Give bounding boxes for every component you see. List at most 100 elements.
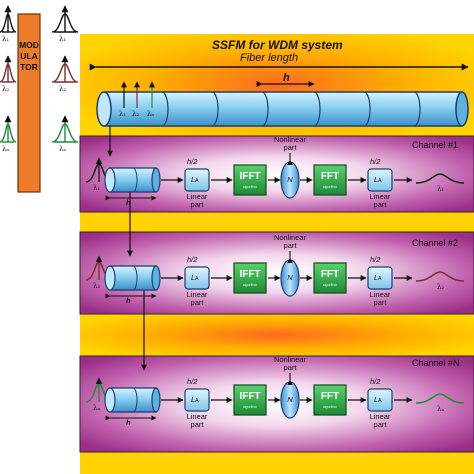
ch-n-output-pulse [415,393,465,404]
gap-region-3 [80,452,474,474]
ch-1-output-pulse [415,173,465,184]
ch-2-half-step-2: h/2 [370,255,381,264]
ch-n-linear-block-1 [184,388,210,412]
ch-n-linear-block-2 [367,388,393,412]
input-lambda-n: λₙ [2,145,10,153]
ch-n-fiber-end [151,387,161,413]
ch-2-linear-label-1: Linear [186,290,208,299]
channel-1-title: Channel #1 [412,140,459,150]
ch-n-fiber-segment [109,387,157,413]
ch-2-ifft-sub: algorithm [242,283,258,287]
ch-n-ifft-sub: algorithm [242,405,258,409]
ch-1-output-lambda: λ₁ [437,185,445,193]
ch-n-half-step-1: h/2 [187,377,198,386]
mod-lambda-n: λₙ [59,145,67,153]
fiber-length-label: Fiber length [240,52,299,64]
ch-n-nonlinear-part: part [283,363,297,372]
ch-2-half-step-1: h/2 [187,255,198,264]
ch-2-nonlinear-label: Nonlinear [273,233,307,242]
modulator-block [17,13,41,193]
gap-region-2 [80,314,474,356]
ch-1-ifft-label: IFFT [239,171,261,182]
ch-1-nonlinear-op: N [287,175,293,184]
modulated-pulses [51,5,79,143]
ch-1-linear-block-1 [184,168,210,192]
ch-1-fiber-segment [109,167,157,193]
ch-2-nonlinear-part: part [283,241,297,250]
ch-2-fft-block [313,262,347,294]
ch-1-part-label-2: part [373,200,387,209]
fiber-lambda-1: λ₁ [119,110,127,118]
ch-2-output-lambda: λ₂ [437,283,445,291]
ch-1-fft-block [313,164,347,196]
ch-1-linear-block-2 [367,168,393,192]
ch-2-h-label: h [126,296,131,305]
ch-2-input-lambda: λ₂ [93,282,101,290]
ch-2-linear-label-2: Linear [369,290,391,299]
ch-1-nonlinear-label: Nonlinear [273,135,307,144]
fiber-cylinder [96,91,469,127]
channel-panel-2 [79,231,474,315]
ch-1-fft-sub: algorithm [322,185,338,189]
ch-2-output-pulse [415,271,465,282]
ch-n-input-lambda: λₙ [93,404,101,412]
fiber-lambda-n: λₙ [147,110,155,118]
ch-n-linear-label-2: Linear [369,412,391,421]
ch-n-ifft-block [233,384,267,416]
ch-1-ifft-block [233,164,267,196]
ch-1-fiber-start [104,167,116,193]
ch-1-part-label-1: part [190,200,204,209]
ch-n-fft-block [313,384,347,416]
ch-2-linear-op-2: LA [374,273,382,283]
ch-1-linear-op-1: LA [191,175,199,185]
ch-1-half-step-1: h/2 [187,157,198,166]
channel-n-title: Channel #N [412,358,460,368]
ch-1-h-label: h [126,198,131,207]
ch-2-fiber-end [151,265,161,291]
ch-2-fiber-segment [109,265,157,291]
ch-2-fft-sub: algorithm [322,283,338,287]
ch-n-fft-sub: algorithm [322,405,338,409]
channel-2-title: Channel #2 [412,238,459,248]
channel-rows [85,153,465,421]
ch-1-ifft-sub: algorithm [242,185,258,189]
ch-2-ifft-block [233,262,267,294]
ch-2-linear-block-2 [367,266,393,290]
mod-lambda-2: λ₂ [59,85,67,93]
ch-1-half-step-2: h/2 [370,157,381,166]
ch-1-linear-op-2: LA [374,175,382,185]
ch-n-part-label-1: part [190,420,204,429]
ch-1-input-lambda: λ₁ [93,184,101,192]
ch-n-linear-op-1: LA [191,395,199,405]
ch-n-h-label: h [126,418,131,427]
ch-n-linear-label-1: Linear [186,412,208,421]
ch-n-part-label-2: part [373,420,387,429]
gap-region-1 [80,212,474,232]
ch-2-fiber-divider [132,265,138,291]
ch-1-linear-label-1: Linear [186,192,208,201]
ch-2-part-label-2: part [373,298,387,307]
modulator-label: MODULATOR [19,40,39,73]
ch-n-fiber-start [104,387,116,413]
step-h-label: h [283,72,290,84]
ch-2-linear-op-1: LA [191,273,199,283]
ch-1-fiber-end [151,167,161,193]
ch-n-ifft-label: IFFT [239,391,261,402]
input-pulses [0,5,17,143]
ch-n-linear-op-2: LA [374,395,382,405]
ch-2-fft-label: FFT [320,269,340,280]
ch-1-fiber-divider [132,167,138,193]
ch-1-linear-label-2: Linear [369,192,391,201]
fiber-lambda-2: λ₂ [132,110,140,118]
mod-lambda-1: λ₁ [59,35,67,43]
diagram-title: SSFM for WDM system [212,38,343,52]
ch-1-fft-label: FFT [320,171,340,182]
ch-n-fft-label: FFT [320,391,340,402]
ch-n-fiber-divider [132,387,138,413]
input-lambda-1: λ₁ [2,35,10,43]
ch-2-ifft-label: IFFT [239,269,261,280]
ch-2-nonlinear-op: N [287,273,293,282]
ch-2-fiber-start [104,265,116,291]
input-lambda-2: λ₂ [2,85,10,93]
